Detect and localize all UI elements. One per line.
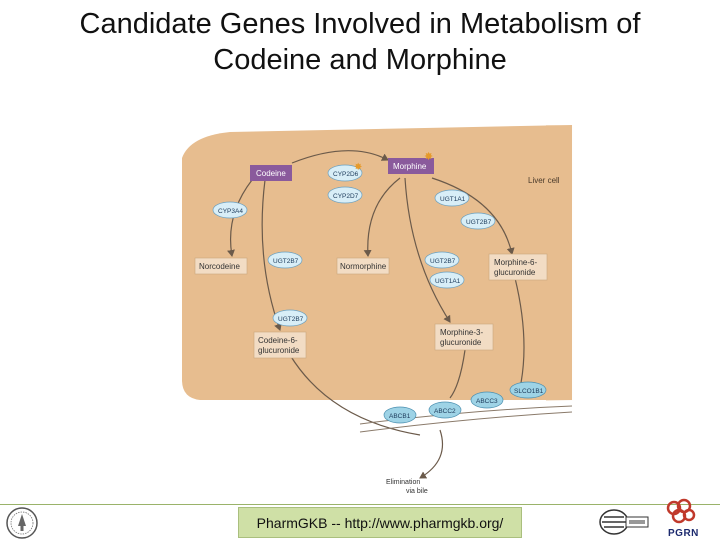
ugt2b7-oval-b (267, 251, 303, 269)
university-seal-icon (6, 507, 38, 539)
m3g-label-line1: Morphine-3- (440, 328, 483, 337)
arrow-codeine-c6g (261, 179, 282, 331)
normorphine-box (336, 257, 390, 275)
abcc3-label: ABCC3 (476, 398, 498, 405)
elimination-label-line2: via bile (406, 488, 428, 495)
ugt2b7-label-b: UGT2B7 (273, 258, 299, 265)
arrow-morphine-m3g (404, 177, 451, 323)
pharmgkb-logo-icon (599, 509, 649, 535)
arrow-m6g-efflux (514, 277, 525, 389)
ugt2b7-oval-a (460, 212, 496, 230)
abcc2-oval (428, 401, 462, 419)
norcodeine-box (194, 257, 248, 275)
ugt1a1-label: UGT1A1 (440, 196, 466, 203)
slco1b1-oval (509, 381, 547, 399)
c6g-label-line2: glucuronide (258, 346, 300, 355)
pgrn-label: PGRN (668, 528, 699, 539)
codeine-label: Codeine (256, 169, 286, 178)
m3g-label-line2: glucuronide (440, 338, 482, 347)
liver-cell-label: Liver cell (528, 176, 560, 185)
codeine-box (250, 165, 292, 181)
pgrn-logo-icon (666, 498, 696, 524)
norcodeine-label: Norcodeine (199, 262, 240, 271)
arrow-morphine-normorphine (363, 177, 401, 257)
cell-membrane-line (359, 405, 573, 425)
url-box[interactable]: PharmGKB -- http://www.pharmgkb.org/ (238, 507, 522, 538)
cyp2d6-oval (327, 164, 363, 182)
m6g-label-line2: glucuronide (494, 268, 536, 277)
cyp3a4-label: CYP3A4 (218, 208, 243, 215)
ugt2b7-label-c: UGT2B7 (430, 258, 456, 265)
elimination-label-line1: Elimination (386, 479, 420, 486)
title-line-2: Codeine and Morphine (213, 44, 507, 76)
star-icon: ✸ (424, 151, 433, 163)
arrow-codeine-morphine (291, 150, 389, 164)
title-line-1: Candidate Genes Involved in Metabolism o… (79, 8, 641, 40)
normorphine-label: Normorphine (340, 262, 387, 271)
codeine-6-glucuronide-box (253, 331, 307, 359)
ugt1a1-label-b: UGT1A1 (435, 278, 461, 285)
c6g-label-line1: Codeine-6- (258, 336, 298, 345)
morphine-label: Morphine (393, 162, 427, 171)
arrow-efflux-bile (419, 429, 444, 479)
star-icon-2: ✸ (354, 162, 362, 173)
cyp2d6-label: CYP2D6 (333, 171, 359, 178)
ugt1a1-oval (434, 189, 470, 207)
ugt2b7-oval-c (424, 251, 460, 269)
ugt2b7-label-a: UGT2B7 (466, 219, 492, 226)
cyp3a4-oval (212, 201, 248, 219)
ugt1a1-oval-b (429, 271, 465, 289)
arrow-c6g-efflux (289, 354, 421, 436)
slco1b1-label: SLCO1B1 (514, 388, 544, 395)
slide-title: Candidate Genes Involved in Metabolism o… (0, 6, 720, 78)
morphine-3-glucuronide-box (434, 323, 494, 351)
abcb1-oval (383, 406, 417, 424)
morphine-box (388, 158, 434, 174)
ugt2b7-label-d: UGT2B7 (278, 316, 304, 323)
abcc3-oval (470, 391, 504, 409)
abcb1-label: ABCB1 (389, 413, 411, 420)
m6g-label-line1: Morphine-6- (494, 258, 537, 267)
ugt2b7-oval-d (272, 309, 308, 327)
abcc2-label: ABCC2 (434, 408, 456, 415)
arrow-m3g-efflux (449, 349, 466, 399)
cyp2d7-oval (327, 186, 363, 204)
footer-divider (0, 504, 720, 505)
morphine-6-glucuronide-box (488, 253, 548, 281)
cyp2d7-label: CYP2D7 (333, 193, 359, 200)
arrow-morphine-m6g (431, 177, 515, 255)
